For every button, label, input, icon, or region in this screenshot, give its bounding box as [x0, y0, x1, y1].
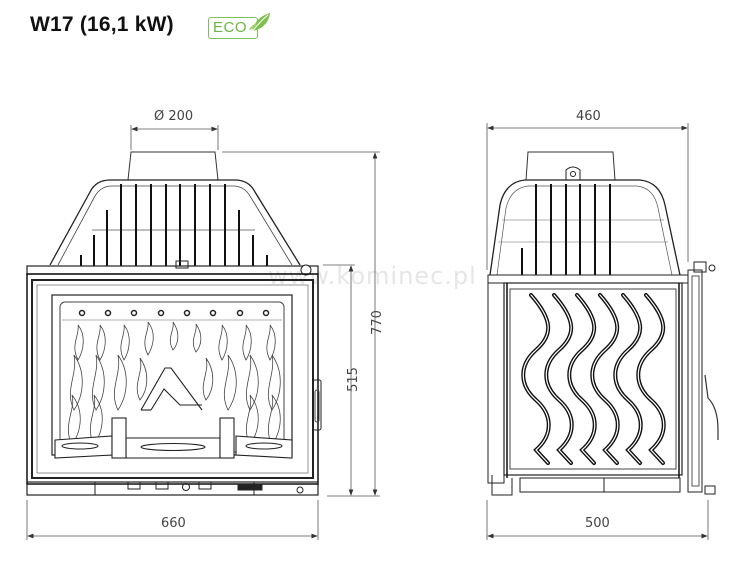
side-hood-ribs — [521, 184, 611, 275]
rivets — [78, 309, 270, 317]
brand-logo — [140, 367, 203, 411]
grate — [54, 417, 293, 459]
dim-total-height: 770 — [369, 310, 385, 335]
eco-badge: ECO — [208, 12, 270, 42]
front-dimension-lines — [26, 125, 380, 540]
eco-badge-label: ECO — [213, 19, 248, 36]
dim-bottom-depth: 500 — [585, 516, 610, 531]
flame-pattern — [67, 321, 281, 446]
side-dimension-lines — [486, 123, 709, 540]
dim-front-width: 660 — [161, 516, 186, 531]
leaf-icon — [249, 13, 270, 33]
side-view — [487, 151, 719, 496]
product-title: W17 (16,1 kW) — [30, 13, 174, 36]
dim-body-height: 515 — [345, 367, 361, 392]
dim-top-depth: 460 — [576, 109, 601, 124]
wave-pattern-outline — [522, 294, 665, 464]
front-view — [26, 151, 322, 496]
dim-flue-diameter: Ø 200 — [154, 109, 194, 124]
hood-ribs — [80, 184, 268, 266]
